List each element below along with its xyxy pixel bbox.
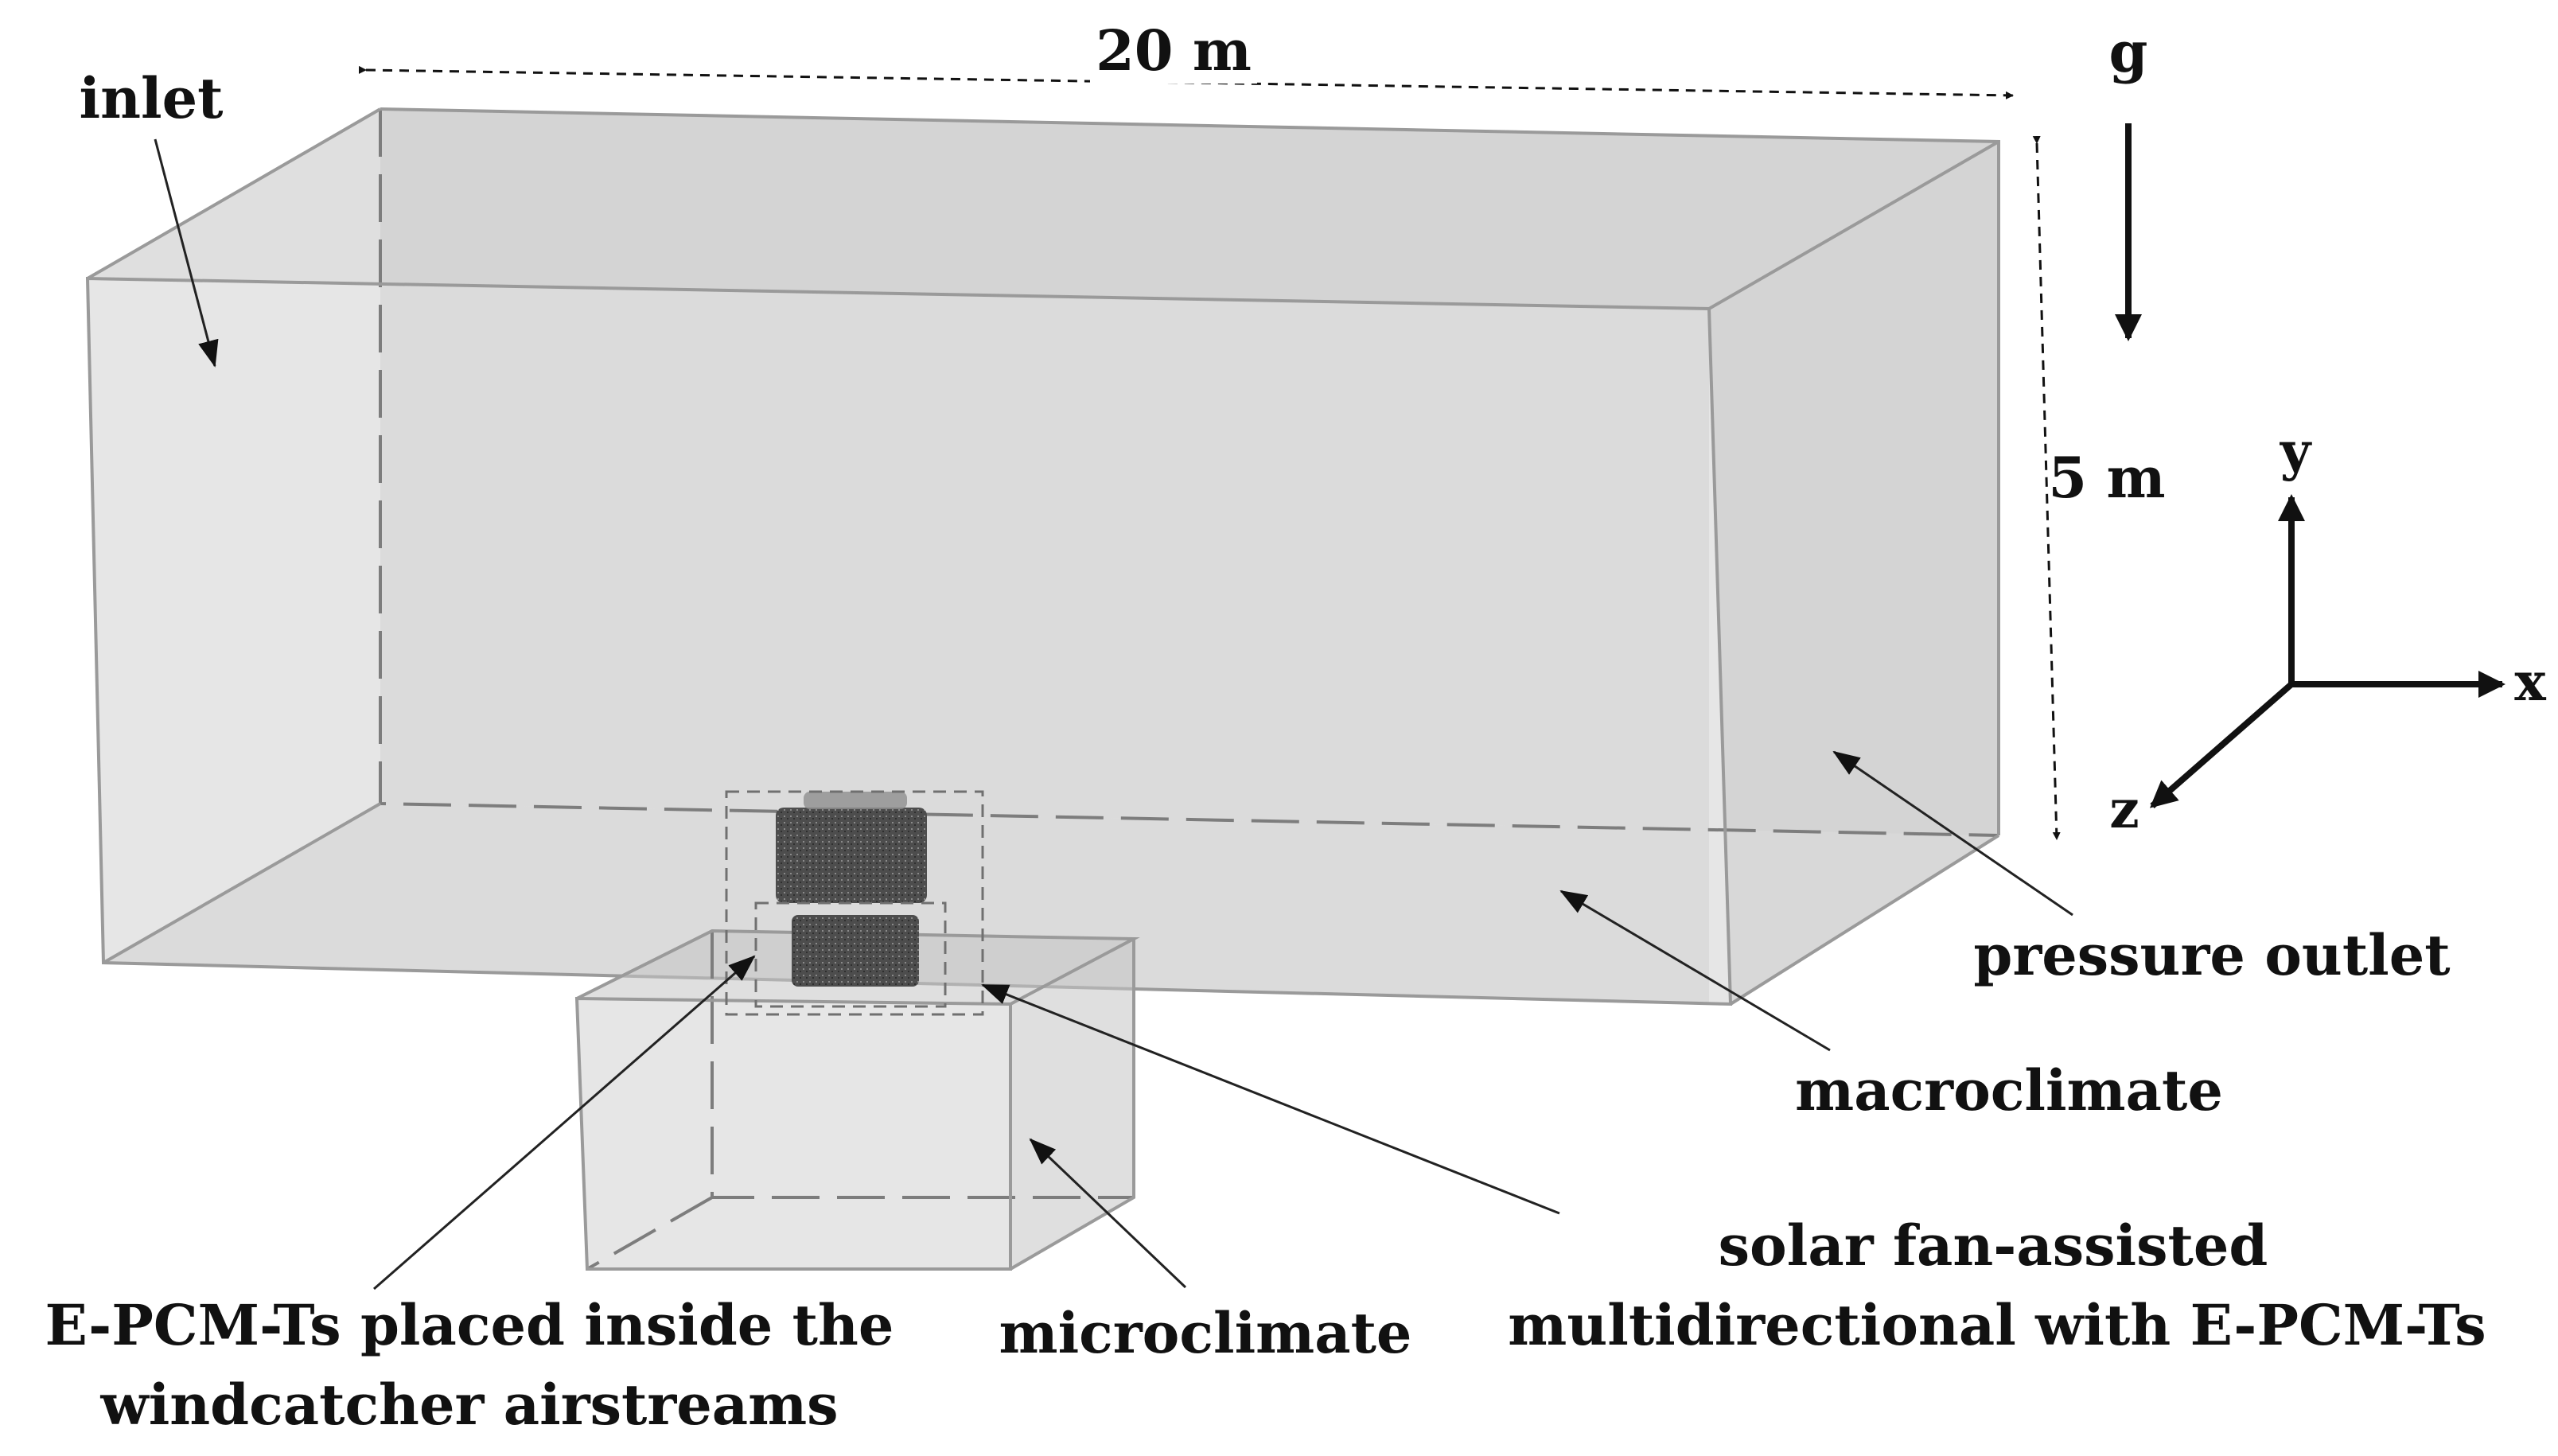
- micro-front-face: [577, 999, 1010, 1269]
- leader-lines: [154, 138, 2073, 1291]
- windcatcher-lower: [792, 915, 919, 987]
- inlet-leader: [154, 138, 219, 368]
- windcatcher-label-line2: multidirectional with E-PCM-Ts: [1508, 1292, 2486, 1358]
- macroclimate-leader: [1559, 890, 1831, 1052]
- width-dim-label: 20 m: [1096, 18, 1252, 84]
- windcatcher-upper: [776, 808, 927, 903]
- macroclimate-label: macroclimate: [1795, 1057, 2223, 1123]
- epcm-leader: [373, 955, 756, 1291]
- x-axis-label: x: [2514, 651, 2546, 713]
- windcatcher-top-cap: [804, 792, 907, 809]
- windcatcher-label-line1: solar fan-assisted: [1719, 1213, 2268, 1279]
- z-axis-arrow: [2149, 681, 2294, 809]
- microclimate-label: microclimate: [999, 1300, 1412, 1366]
- windcatcher-model: [725, 790, 984, 1016]
- pressure-outlet-leader: [1832, 750, 2073, 917]
- microclimate-domain: [574, 928, 1140, 1271]
- gravity-label: g: [2109, 19, 2148, 85]
- domain-floor-face: [103, 804, 1999, 1004]
- domain-outlet-face: [1709, 142, 1999, 1004]
- epcm-selection: [754, 901, 947, 1008]
- height-dim-label: 5 m: [2048, 445, 2165, 511]
- height-dimension: 5 m: [2032, 135, 2168, 840]
- epcm-label-line2: windcatcher airstreams: [99, 1372, 838, 1438]
- micro-side-face: [1010, 939, 1134, 1269]
- z-axis-label: z: [2109, 778, 2139, 840]
- coordinate-axes: y x z: [2109, 420, 2546, 840]
- pressure-outlet-label: pressure outlet: [1973, 922, 2450, 988]
- width-dimension: 20 m: [358, 16, 2014, 99]
- domain-top-face: [88, 109, 1999, 309]
- windcatcher-leader: [981, 983, 1560, 1215]
- windcatcher-outer-selection: [725, 790, 984, 1016]
- y-axis-label: y: [2280, 420, 2312, 482]
- microclimate-leader: [1029, 1138, 1187, 1289]
- inlet-label: inlet: [80, 65, 224, 131]
- macroclimate-domain: [85, 107, 2000, 1006]
- gravity-indicator: g: [2109, 19, 2148, 341]
- epcm-label-line1: E-PCM-Ts placed inside the: [45, 1292, 894, 1358]
